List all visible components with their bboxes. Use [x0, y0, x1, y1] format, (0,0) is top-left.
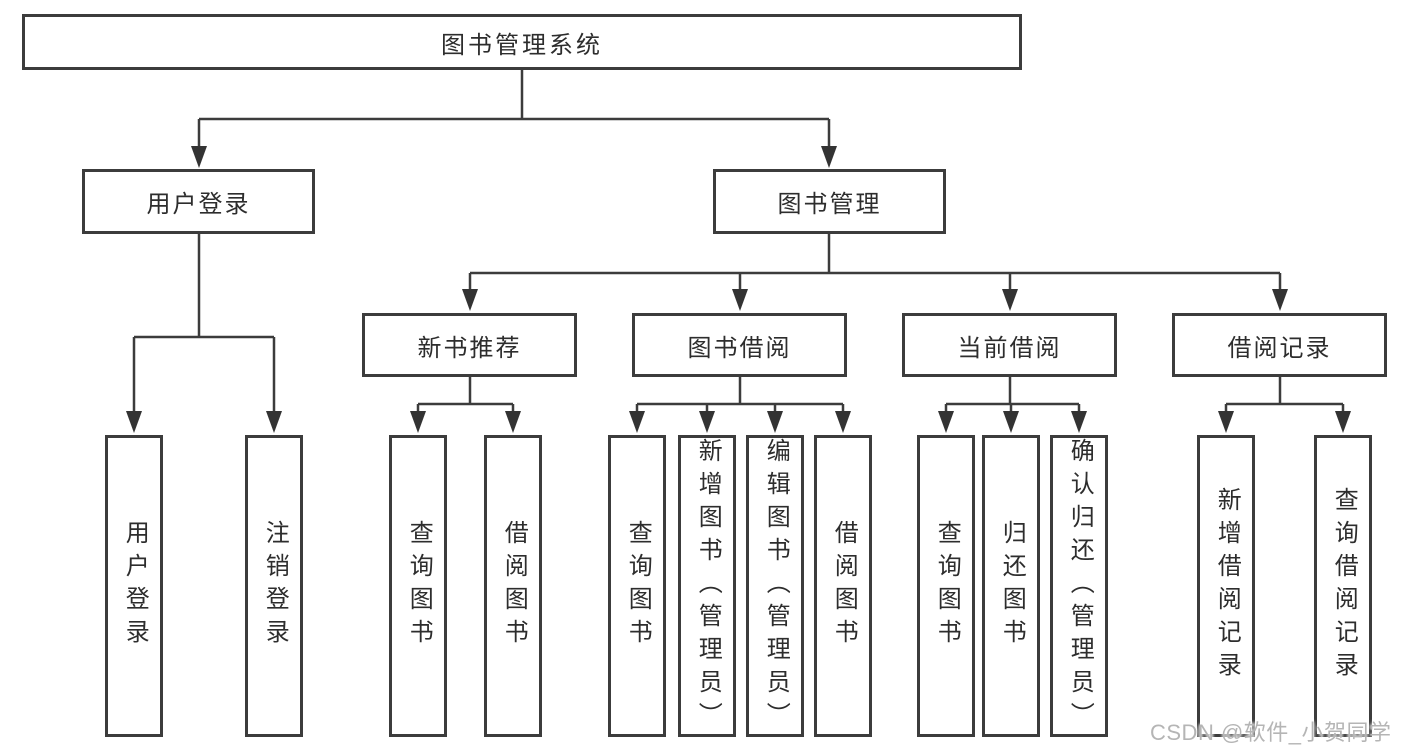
leaf-search-books-recommend: 查询图书: [389, 435, 447, 737]
node-user-login-label: 用户登录: [146, 191, 251, 218]
node-root-label: 图书管理系统: [441, 31, 603, 59]
node-borrowing-records-label: 借阅记录: [1227, 334, 1332, 362]
leaf-search-borrow-record: 查询借阅记录: [1314, 435, 1372, 737]
leaf-search-books-current-label: 查询图书: [933, 520, 961, 652]
leaf-search-books-borrow-label: 查询图书: [624, 520, 652, 652]
leaf-borrow-books-label: 借阅图书: [830, 520, 858, 652]
leaf-logout: 注销登录: [245, 435, 303, 737]
node-user-login: 用户登录: [82, 169, 315, 234]
node-borrowing-records: 借阅记录: [1172, 313, 1387, 377]
leaf-return-books-label: 归还图书: [998, 520, 1026, 652]
leaf-add-borrow-record: 新增借阅记录: [1197, 435, 1255, 737]
node-book-borrowing: 图书借阅: [632, 313, 847, 377]
leaf-return-books: 归还图书: [982, 435, 1040, 737]
leaf-user-login: 用户登录: [105, 435, 163, 737]
leaf-search-books-recommend-label: 查询图书: [405, 520, 433, 652]
leaf-logout-label: 注销登录: [261, 520, 289, 652]
leaf-add-books-admin: 新增图书（管理员）: [678, 435, 736, 737]
node-book-borrowing-label: 图书借阅: [687, 334, 792, 362]
node-current-borrowing: 当前借阅: [902, 313, 1117, 377]
leaf-user-login-label: 用户登录: [121, 520, 149, 652]
node-new-book-recommend-label: 新书推荐: [417, 334, 522, 362]
node-new-book-recommend: 新书推荐: [362, 313, 577, 377]
leaf-borrow-books-recommend-label: 借阅图书: [500, 520, 528, 652]
leaf-search-books-borrow: 查询图书: [608, 435, 666, 737]
leaf-borrow-books-recommend: 借阅图书: [484, 435, 542, 737]
node-current-borrowing-label: 当前借阅: [957, 334, 1062, 362]
leaf-borrow-books: 借阅图书: [814, 435, 872, 737]
leaf-search-borrow-record-label: 查询借阅记录: [1330, 487, 1358, 685]
leaf-confirm-return-admin: 确认归还（管理员）: [1050, 435, 1108, 737]
leaf-edit-books-admin: 编辑图书（管理员）: [746, 435, 804, 737]
leaf-confirm-return-admin-label: 确认归还（管理员）: [1066, 438, 1094, 735]
leaf-search-books-current: 查询图书: [917, 435, 975, 737]
leaf-add-borrow-record-label: 新增借阅记录: [1213, 487, 1241, 685]
leaf-add-books-admin-label: 新增图书（管理员）: [694, 438, 722, 735]
csdn-watermark: CSDN @软件_小贺同学: [1150, 720, 1392, 745]
node-root: 图书管理系统: [22, 14, 1022, 70]
node-book-management: 图书管理: [713, 169, 946, 234]
node-book-management-label: 图书管理: [777, 191, 882, 218]
leaf-edit-books-admin-label: 编辑图书（管理员）: [762, 438, 790, 735]
arrowheads: [126, 146, 1351, 433]
